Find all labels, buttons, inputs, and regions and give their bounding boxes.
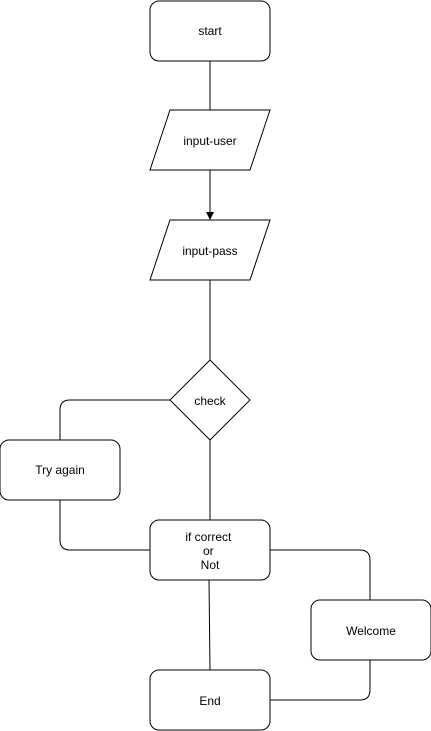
node-end[interactable]: End xyxy=(149,669,271,731)
edge-check-to-try-again xyxy=(59,399,170,440)
input-user-shape xyxy=(149,109,271,171)
check-shape xyxy=(169,359,251,441)
node-start[interactable]: start xyxy=(149,0,271,62)
edge-if-correct-to-welcome xyxy=(270,549,371,600)
check-label: check xyxy=(194,394,226,408)
edge-if-correct-to-end xyxy=(208,579,211,671)
node-if-correct[interactable]: if correct or Not xyxy=(149,519,271,581)
welcome-label: Welcome xyxy=(346,624,396,638)
if-correct-label: if correct or Not xyxy=(185,530,234,572)
input-pass-label: input-pass xyxy=(182,244,237,258)
welcome-shape xyxy=(310,599,431,661)
start-label: start xyxy=(198,24,222,38)
node-welcome[interactable]: Welcome xyxy=(310,599,431,661)
if-correct-shape xyxy=(149,519,271,581)
if-correct-label-line-2: or xyxy=(203,544,214,558)
end-shape xyxy=(149,669,271,731)
if-correct-label-line-3: Not xyxy=(201,558,220,572)
input-user-label: input-user xyxy=(183,134,236,148)
node-input-pass[interactable]: input-pass xyxy=(149,219,271,281)
node-try-again[interactable]: Try again xyxy=(0,439,121,501)
start-shape xyxy=(149,0,271,62)
try-again-shape xyxy=(0,439,121,501)
node-input-user[interactable]: input-user xyxy=(149,109,271,171)
node-check[interactable]: check xyxy=(169,359,251,441)
edge-welcome-to-end xyxy=(270,660,371,701)
edge-try-again-to-if-correct xyxy=(59,500,150,551)
input-pass-shape xyxy=(149,219,271,281)
try-again-label: Try again xyxy=(35,463,85,477)
edges xyxy=(59,61,371,701)
if-correct-label-line-1: if correct xyxy=(185,530,232,544)
end-label: End xyxy=(199,694,220,708)
